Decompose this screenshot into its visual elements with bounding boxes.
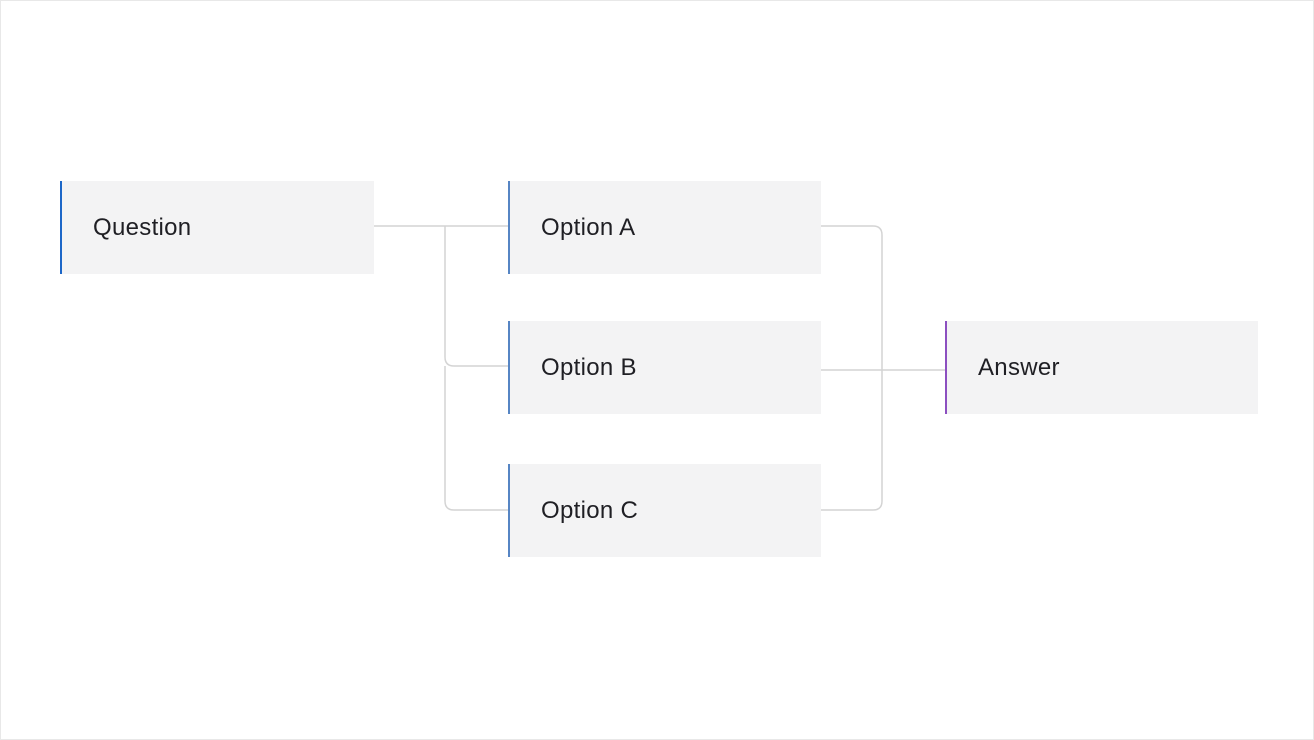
question-node: Question (60, 181, 374, 274)
connector-question-to-option-c (444, 366, 508, 511)
question-label: Question (93, 213, 192, 241)
connector-option-c-to-answer (821, 370, 883, 511)
option-a-node: Option A (508, 181, 821, 274)
answer-node: Answer (945, 321, 1258, 414)
option-b-node: Option B (508, 321, 821, 414)
option-c-label: Option C (541, 496, 639, 524)
option-c-node: Option C (508, 464, 821, 557)
option-b-label: Option B (541, 353, 637, 381)
connector-question-to-option-b (444, 226, 508, 367)
option-a-label: Option A (541, 213, 636, 241)
connector-option-a-to-answer (821, 225, 883, 370)
answer-label: Answer (978, 353, 1060, 381)
